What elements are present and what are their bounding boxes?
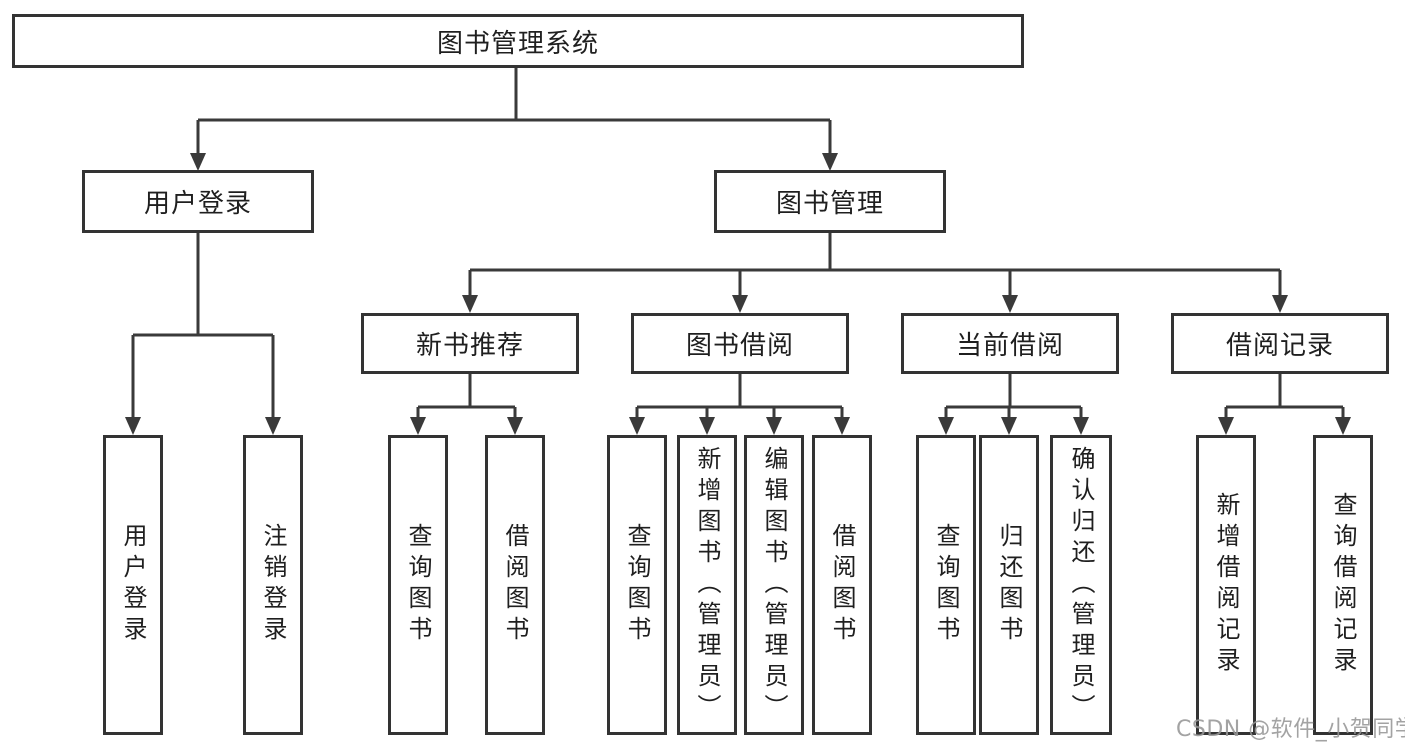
box-borrow-records: 借阅记录: [1171, 313, 1389, 374]
leaf-cb-confirm-return-admin-label: 确认归还（管理员）: [1067, 445, 1095, 725]
connector-book-borrowing-children: [629, 374, 850, 435]
leaf-cb-query-books: 查询图书: [916, 435, 976, 735]
leaf-br-add-record: 新增借阅记录: [1196, 435, 1256, 735]
leaf-bb-edit-books-admin: 编辑图书（管理员）: [744, 435, 804, 735]
box-user-login-label: 用户登录: [143, 189, 252, 219]
box-user-login: 用户登录: [82, 170, 314, 233]
leaf-logout: 注销登录: [243, 435, 303, 735]
leaf-nb-query-books: 查询图书: [388, 435, 448, 735]
connector-root-to-level2: [190, 68, 838, 171]
box-system-root-label: 图书管理系统: [436, 28, 599, 59]
watermark-text: CSDN @软件_小贺同学: [1176, 717, 1405, 742]
leaf-bb-edit-books-admin-label: 编辑图书（管理员）: [760, 445, 788, 725]
leaf-bb-add-books-admin: 新增图书（管理员）: [677, 435, 737, 735]
leaf-bb-borrow-books: 借阅图书: [812, 435, 872, 735]
leaf-br-query-record-label: 查询借阅记录: [1329, 492, 1357, 678]
connector-new-book-recommend-children: [410, 374, 523, 435]
connector-current-borrowing-children: [938, 374, 1089, 435]
connector-user-login-children: [125, 233, 281, 435]
leaf-bb-borrow-books-label: 借阅图书: [828, 523, 856, 647]
leaf-user-login-label: 用户登录: [119, 523, 147, 647]
leaf-nb-borrow-books-label: 借阅图书: [501, 523, 529, 647]
leaf-br-add-record-label: 新增借阅记录: [1212, 492, 1240, 678]
box-book-management: 图书管理: [714, 170, 946, 233]
box-system-root: 图书管理系统: [12, 14, 1024, 68]
box-book-management-label: 图书管理: [775, 189, 884, 219]
connector-borrow-records-children: [1218, 374, 1351, 435]
box-book-borrowing: 图书借阅: [631, 313, 849, 374]
leaf-logout-label: 注销登录: [259, 523, 287, 647]
leaf-cb-return-books-label: 归还图书: [995, 523, 1023, 647]
leaf-user-login: 用户登录: [103, 435, 163, 735]
leaf-bb-query-books-label: 查询图书: [623, 523, 651, 647]
leaf-br-query-record: 查询借阅记录: [1313, 435, 1373, 735]
leaf-cb-return-books: 归还图书: [979, 435, 1039, 735]
leaf-nb-borrow-books: 借阅图书: [485, 435, 545, 735]
leaf-cb-query-books-label: 查询图书: [932, 523, 960, 647]
box-borrow-records-label: 借阅记录: [1225, 331, 1334, 361]
leaf-bb-add-books-admin-label: 新增图书（管理员）: [693, 445, 721, 725]
connector-book-management-children: [462, 233, 1288, 313]
box-current-borrowing: 当前借阅: [901, 313, 1119, 374]
leaf-cb-confirm-return-admin: 确认归还（管理员）: [1050, 435, 1112, 735]
leaf-bb-query-books: 查询图书: [607, 435, 667, 735]
leaf-nb-query-books-label: 查询图书: [404, 523, 432, 647]
box-new-book-recommend-label: 新书推荐: [415, 331, 524, 361]
box-new-book-recommend: 新书推荐: [361, 313, 579, 374]
box-book-borrowing-label: 图书借阅: [685, 331, 794, 361]
box-current-borrowing-label: 当前借阅: [955, 331, 1064, 361]
